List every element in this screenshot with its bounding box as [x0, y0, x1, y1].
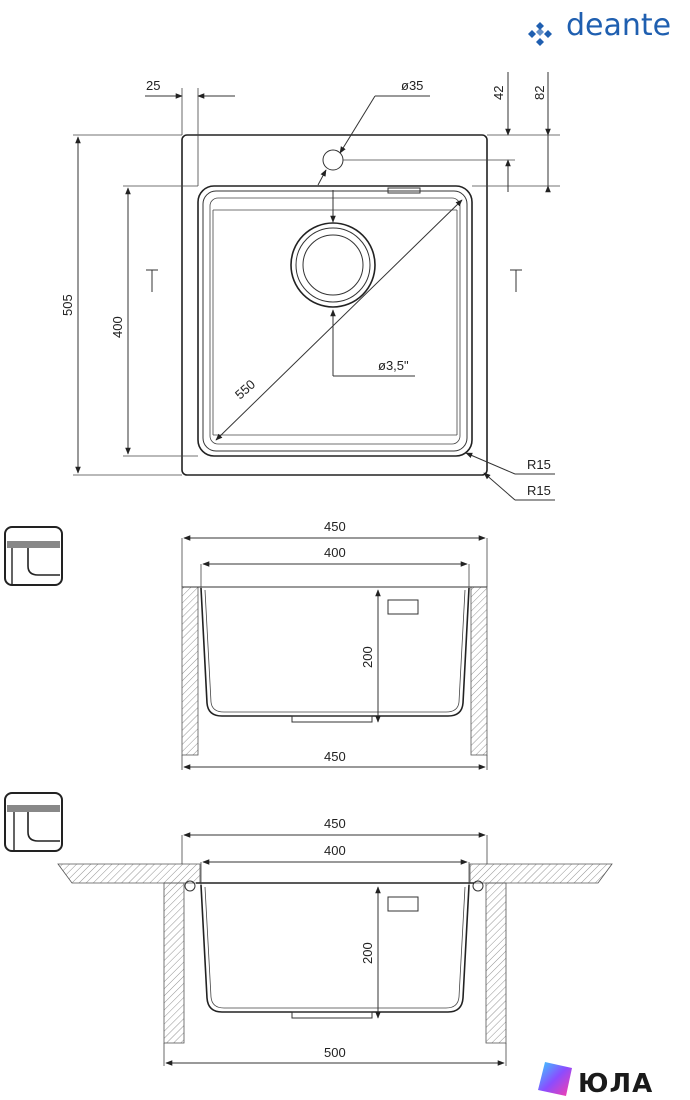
dim-42: 42 — [491, 86, 506, 100]
dim-25: 25 — [146, 78, 160, 93]
dim-505: 505 — [60, 294, 75, 316]
brand-name: deante — [566, 8, 671, 43]
sink-outer-outline — [181, 134, 488, 476]
dim-r15-inner: R15 — [527, 457, 551, 472]
dim-top-400: 400 — [324, 545, 346, 560]
dim-d35: ø35 — [401, 78, 423, 93]
undermount-mounting-icon — [4, 526, 63, 586]
dim-top-450: 450 — [324, 519, 346, 534]
drain-inner-ring — [302, 234, 364, 296]
yula-logo-icon — [538, 1062, 572, 1096]
bowl-inner-outline — [202, 190, 468, 452]
top-view: 25 ø35 42 82 505 400 550 — [60, 72, 560, 501]
dim-bottom-500: 500 — [324, 1045, 346, 1060]
dim-top-400: 400 — [324, 843, 346, 858]
section-flush: 450 400 200 500 — [4, 792, 613, 1066]
dim-bottom-450: 450 — [324, 749, 346, 764]
drain-mid-ring — [295, 227, 371, 303]
drain-outer-ring — [290, 222, 376, 308]
dim-r15-outer: R15 — [527, 483, 551, 498]
flush-mounting-icon — [4, 792, 63, 852]
dim-82: 82 — [532, 86, 547, 100]
deante-logo-icon — [528, 22, 552, 46]
overflow-slot — [387, 187, 421, 194]
drain-profile — [291, 1011, 373, 1019]
dim-550: 550 — [232, 377, 258, 403]
overflow-profile — [387, 599, 419, 615]
dim-depth: 200 — [360, 646, 375, 668]
watermark-text: ЮЛА — [578, 1069, 653, 1099]
dim-drain: ø3,5" — [378, 358, 409, 373]
bowl-outer-outline — [197, 185, 473, 457]
dim-top-450: 450 — [324, 816, 346, 831]
section-undermount: 450 400 200 450 — [4, 519, 488, 770]
drain-profile — [291, 715, 373, 723]
overflow-profile — [387, 896, 419, 912]
dim-400: 400 — [110, 316, 125, 338]
dim-depth: 200 — [360, 942, 375, 964]
